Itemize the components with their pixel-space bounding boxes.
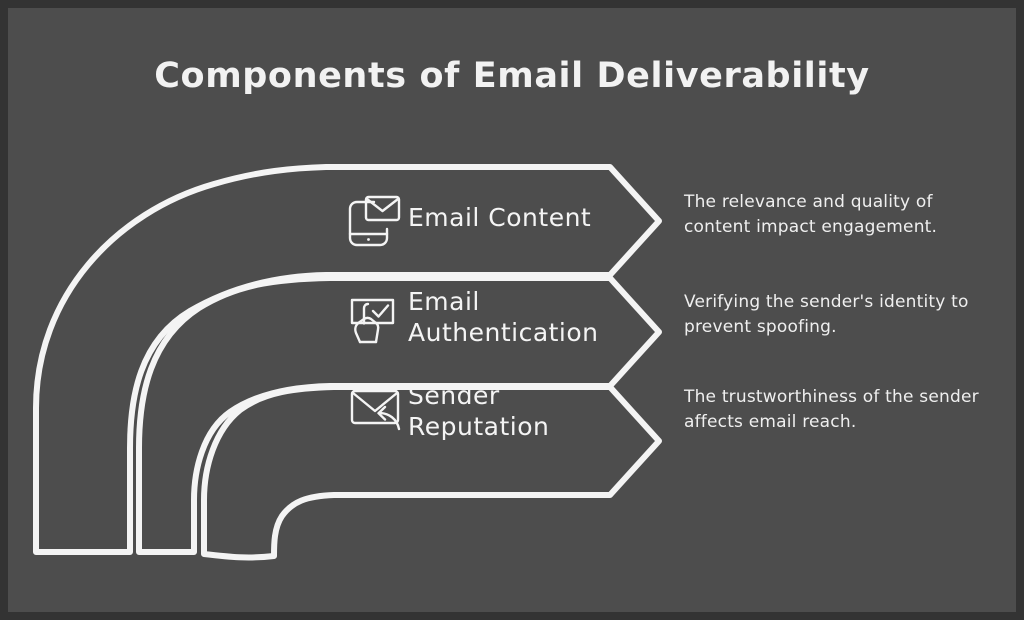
band-description-email-content: The relevance and quality of content imp… — [684, 192, 938, 237]
diagram-background: Components of Email Deliverability — [8, 8, 1016, 612]
band-label-line-2: Authentication — [408, 318, 599, 347]
hand-checkbox-icon — [350, 298, 395, 344]
page-title: Components of Email Deliverability — [154, 56, 870, 96]
band-label-line-1: Email — [408, 287, 480, 316]
band-description-email-authentication: Verifying the sender's identity to preve… — [684, 292, 969, 337]
mobile-email-icon — [348, 195, 401, 247]
band-label-line-2: Reputation — [408, 412, 550, 441]
band-outline-email-content[interactable] — [33, 164, 662, 555]
band-outline-email-authentication[interactable] — [136, 275, 662, 555]
band-label-line-1: Sender — [408, 381, 500, 410]
band-outline-sender-reputation[interactable] — [201, 384, 662, 561]
envelope-reply-icon — [350, 389, 401, 431]
band-label-email-content: Email Content — [408, 203, 592, 232]
curved-arrow-diagram — [33, 164, 662, 561]
band-description-sender-reputation: The trustworthiness of the sender affect… — [684, 387, 979, 432]
